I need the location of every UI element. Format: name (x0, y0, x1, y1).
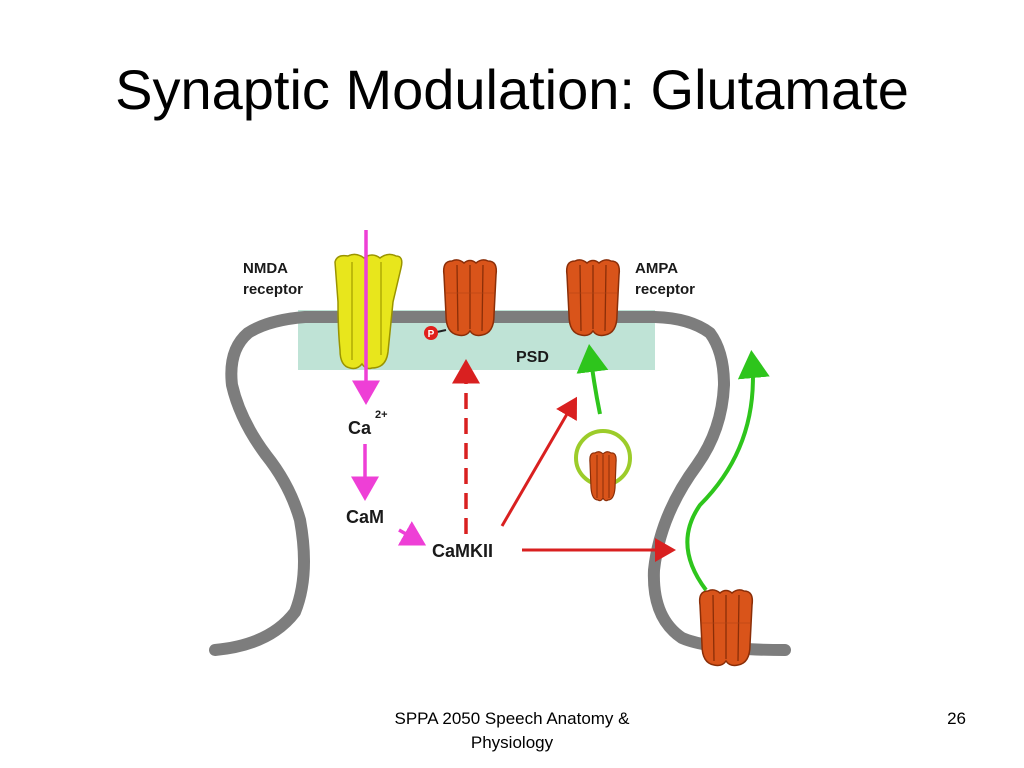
camkii-to-vesicle-arrow (500, 396, 578, 527)
calcium-charge-label: 2+ (375, 409, 388, 421)
nmda-label-line2: receptor (243, 281, 303, 298)
ampa-receptor-phosphorylated-icon (442, 259, 498, 337)
lateral-diffusion-arrow (685, 350, 770, 592)
camkii-label: CaMKII (432, 541, 493, 561)
footer-line-2: Physiology (470, 733, 554, 752)
nmda-label-line1: NMDA (243, 260, 288, 277)
phosphate-label: P (428, 329, 435, 340)
postsynaptic-membrane (209, 311, 791, 656)
page-number: 26 (947, 709, 966, 728)
calmodulin-label: CaM (346, 507, 384, 527)
ampa-label-line2: receptor (635, 281, 695, 298)
cam-to-camkii-arrow (397, 521, 427, 546)
phosphate-icon: P (424, 326, 447, 340)
calcium-label: Ca (348, 418, 372, 438)
slide-title: Synaptic Modulation: Glutamate (115, 58, 909, 121)
ampa-receptor-inserted-icon (565, 259, 621, 337)
vesicle-icon (574, 429, 632, 502)
footer-line-1: SPPA 2050 Speech Anatomy & (394, 709, 630, 728)
ampa-receptor-extrasynaptic-icon (698, 589, 754, 667)
footer-course-title: SPPA 2050 Speech Anatomy & Physiology (362, 707, 662, 755)
ampa-label-line1: AMPA (635, 260, 678, 277)
vesicle-insertion-arrow (576, 344, 609, 415)
psd-label: PSD (516, 349, 549, 366)
